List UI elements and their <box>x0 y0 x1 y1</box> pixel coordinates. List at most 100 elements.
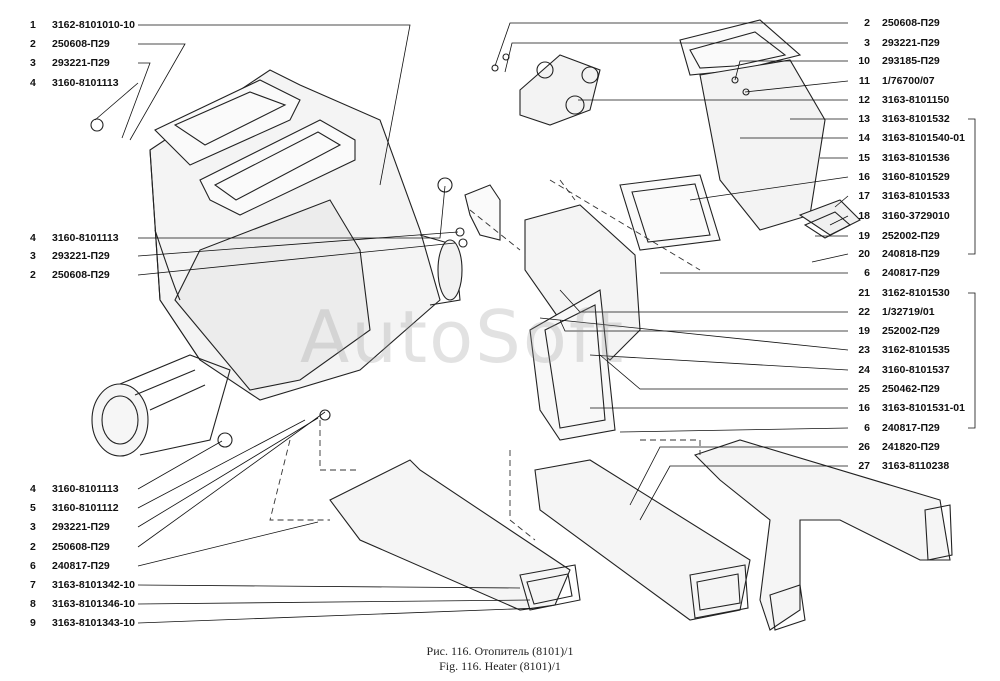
upper-air-duct <box>619 19 826 251</box>
part-number: 3163-8101531-01 <box>882 402 965 414</box>
callout-label: 21 3162-8101530 <box>848 287 950 299</box>
part-number: 250608-П29 <box>52 541 110 553</box>
callout-label: 14 3163-8101540-01 <box>848 132 965 144</box>
callout-number: 22 <box>858 306 870 318</box>
callout-number: 27 <box>858 460 870 472</box>
callout-label: 7 3163-8101342-10 <box>30 579 135 591</box>
part-number: 293221-П29 <box>52 57 110 69</box>
callout-label: 3 293221-П29 <box>848 37 940 49</box>
callout-number: 2 <box>30 269 36 281</box>
callout-label: 20 240818-П29 <box>848 248 940 260</box>
air-damper <box>798 199 861 239</box>
callout-number: 14 <box>858 132 870 144</box>
callout-number: 13 <box>858 113 870 125</box>
callout-number: 17 <box>858 190 870 202</box>
part-number: 293221-П29 <box>52 521 110 533</box>
part-number: 250608-П29 <box>882 17 940 29</box>
figure-caption-english: Fig. 116. Heater (8101)/1 <box>439 659 561 673</box>
callout-label: 17 3163-8101533 <box>848 190 950 202</box>
callout-label: 2 250608-П29 <box>30 38 110 50</box>
callout-number: 15 <box>858 152 870 164</box>
callout-number: 3 <box>864 37 870 49</box>
callout-label: 22 1/32719/01 <box>848 306 935 318</box>
callout-number: 20 <box>858 248 870 260</box>
callout-number: 10 <box>858 55 870 67</box>
lower-left-duct <box>329 459 581 611</box>
part-number: 3163-8101346-10 <box>52 598 135 610</box>
part-number: 240817-П29 <box>882 267 940 279</box>
callout-number: 1 <box>30 19 36 31</box>
part-number: 293185-П29 <box>882 55 940 67</box>
callout-label: 19 252002-П29 <box>848 230 940 242</box>
callout-number: 19 <box>858 325 870 337</box>
part-number: 3163-8101342-10 <box>52 579 135 591</box>
heater-valve <box>519 54 601 126</box>
callout-label: 19 252002-П29 <box>848 325 940 337</box>
watermark-text: AutoSoft <box>300 295 626 379</box>
callout-number: 16 <box>858 171 870 183</box>
part-number: 3163-8101533 <box>882 190 950 202</box>
callout-number: 3 <box>30 521 36 533</box>
part-number: 3162-8101010-10 <box>52 19 135 31</box>
callout-number: 6 <box>864 422 870 434</box>
part-number: 3163-8101343-10 <box>52 617 135 629</box>
callout-number: 16 <box>858 402 870 414</box>
part-number: 252002-П29 <box>882 325 940 337</box>
callout-number: 2 <box>30 541 36 553</box>
heater-housing <box>91 69 463 457</box>
callout-number: 2 <box>30 38 36 50</box>
callout-number: 3 <box>30 250 36 262</box>
part-number: 240817-П29 <box>882 422 940 434</box>
callout-number: 21 <box>858 287 870 299</box>
part-number: 3163-8101536 <box>882 152 950 164</box>
callout-number: 7 <box>30 579 36 591</box>
callout-number: 6 <box>30 560 36 572</box>
y-shaped-duct <box>693 439 953 631</box>
part-number: 3160-8101112 <box>52 502 119 514</box>
part-number: 3160-8101113 <box>52 77 119 89</box>
callout-label: 16 3163-8101531-01 <box>848 402 965 414</box>
part-number: 3163-8101150 <box>882 94 950 106</box>
part-number: 3160-3729010 <box>882 210 950 222</box>
callout-label: 1 3162-8101010-10 <box>30 19 135 31</box>
part-number: 3163-8101540-01 <box>882 132 965 144</box>
leader-lines <box>94 22 976 624</box>
part-number: 252002-П29 <box>882 230 940 242</box>
part-number: 3162-8101530 <box>882 287 950 299</box>
callout-label: 27 3163-8110238 <box>848 460 949 472</box>
part-number: 250608-П29 <box>52 38 110 50</box>
part-number: 3160-8101113 <box>52 232 119 244</box>
callout-number: 4 <box>30 483 36 495</box>
callout-label: 6 240817-П29 <box>848 267 940 279</box>
callout-number: 4 <box>30 77 36 89</box>
callout-number: 6 <box>864 267 870 279</box>
part-number: 240818-П29 <box>882 248 940 260</box>
part-number: 3163-8110238 <box>882 460 950 472</box>
callout-label: 10 293185-П29 <box>848 55 940 67</box>
callout-label: 6 240817-П29 <box>848 422 940 434</box>
figure-caption-russian: Рис. 116. Отопитель (8101)/1 <box>426 644 574 658</box>
callout-number: 4 <box>30 232 36 244</box>
callout-number: 9 <box>30 617 36 629</box>
callout-number: 26 <box>858 441 870 453</box>
part-number: 3162-8101535 <box>882 344 950 356</box>
part-number: 293221-П29 <box>882 37 940 49</box>
callout-label: 9 3163-8101343-10 <box>30 617 135 629</box>
callout-number: 19 <box>858 230 870 242</box>
part-number: 1/32719/01 <box>882 306 935 318</box>
